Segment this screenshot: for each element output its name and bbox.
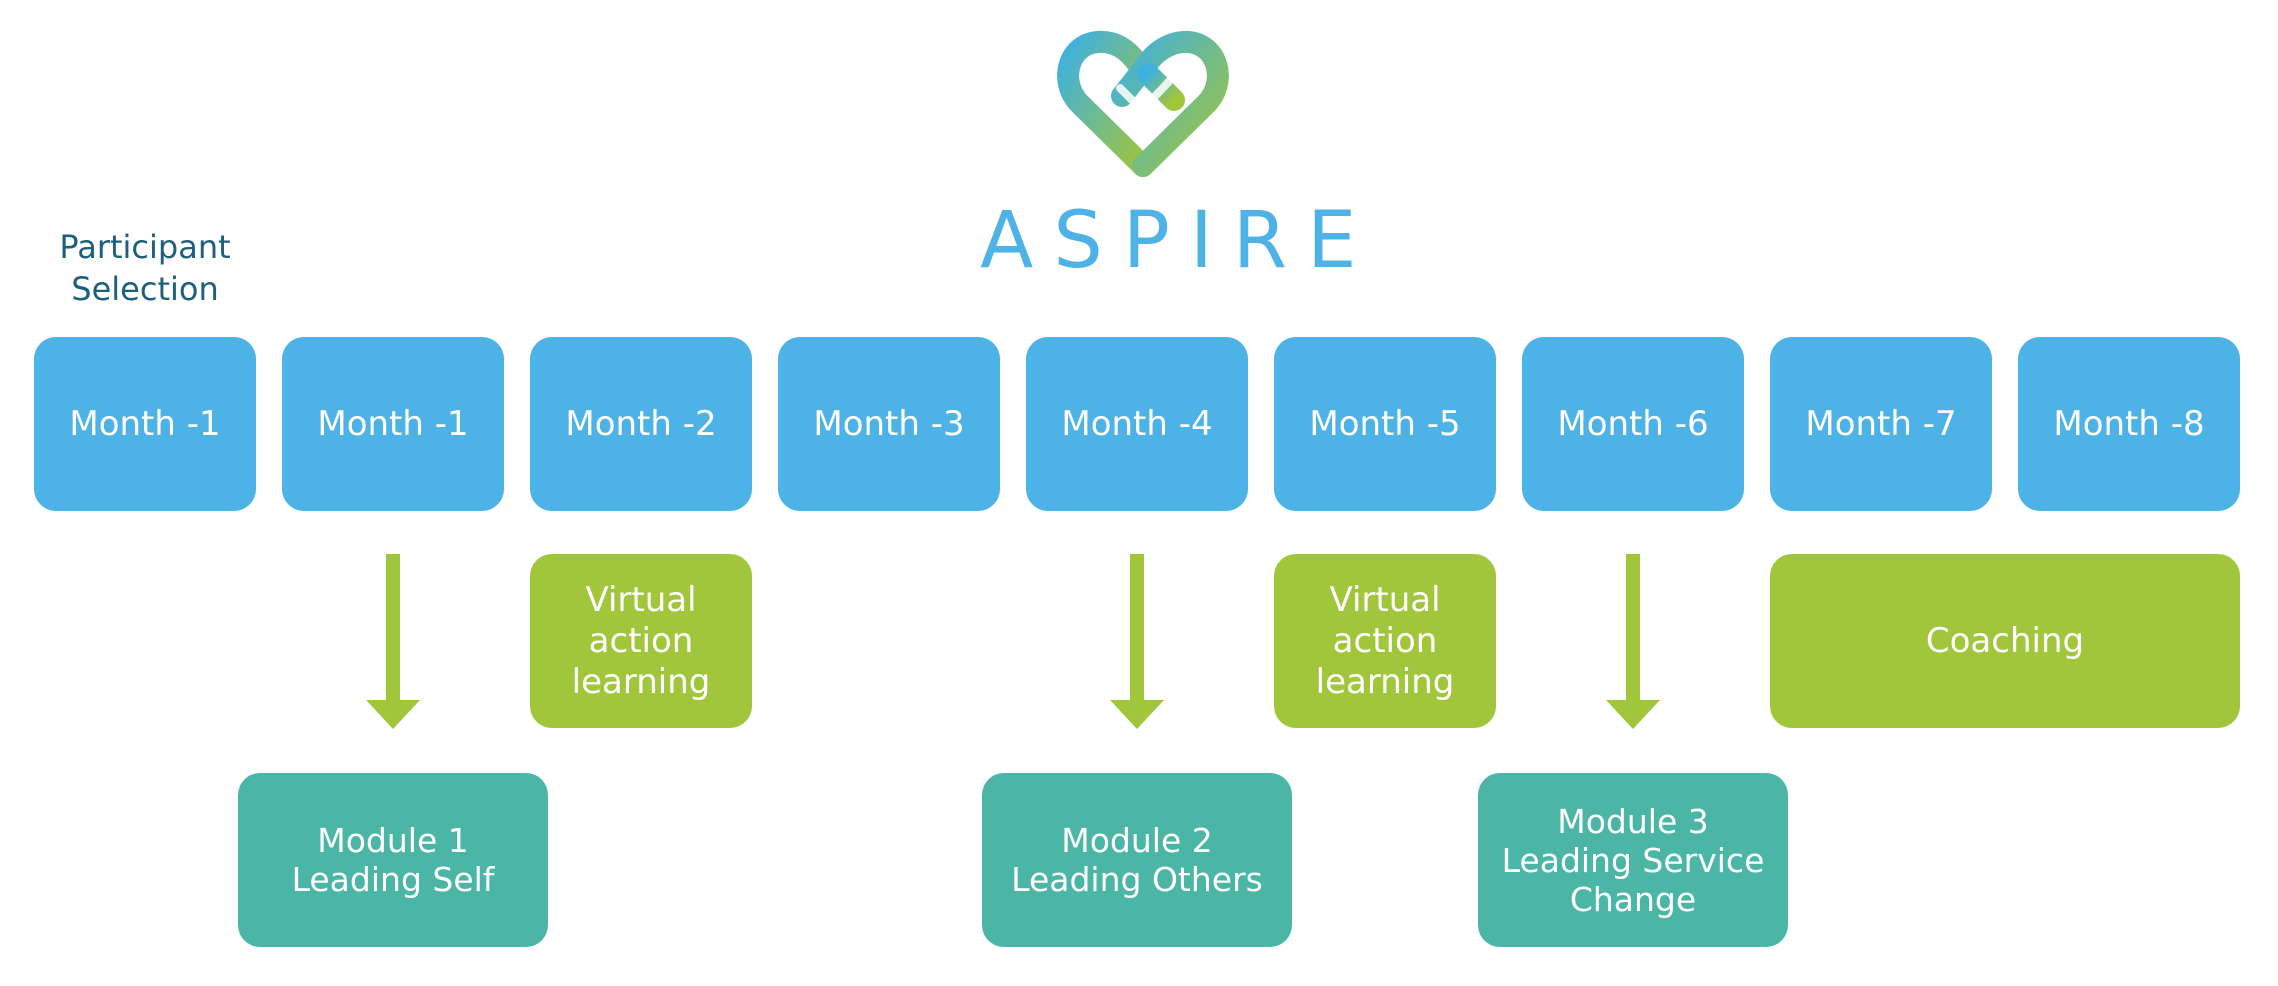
- arrow-head: [1110, 700, 1164, 729]
- participant-selection-line2: Selection: [71, 270, 219, 308]
- brand-name: ASPIRE: [980, 196, 1377, 286]
- month-label: Month -1: [69, 403, 221, 444]
- module-subtitle: Leading Others: [1011, 860, 1263, 899]
- activity-line: action: [588, 620, 694, 661]
- module-title: Module 1: [317, 821, 469, 860]
- month-label: Month -1: [317, 403, 469, 444]
- heart-infinity-icon: [1057, 30, 1229, 177]
- arrow-head: [1606, 700, 1660, 729]
- module-box: Module 3 Leading Service Change: [1478, 773, 1788, 947]
- virtual-action-learning-box: Virtual action learning: [1274, 554, 1496, 728]
- participant-selection-label: Participant Selection: [40, 226, 250, 310]
- module-title: Module 2: [1061, 821, 1213, 860]
- activity-line: action: [1332, 620, 1438, 661]
- activity-line: learning: [1315, 661, 1455, 702]
- month-label: Month -7: [1805, 403, 1957, 444]
- month-box: Month -6: [1522, 337, 1744, 511]
- module-subtitle: Leading Self: [291, 860, 495, 899]
- module-box: Module 2 Leading Others: [982, 773, 1292, 947]
- arrow-shaft: [1130, 554, 1144, 702]
- activity-line: Virtual: [585, 579, 697, 620]
- month-box: Month -5: [1274, 337, 1496, 511]
- activity-line: Virtual: [1329, 579, 1441, 620]
- month-label: Month -4: [1061, 403, 1213, 444]
- activity-line: learning: [571, 661, 711, 702]
- module-subtitle: Leading Service: [1501, 840, 1765, 880]
- month-box: Month -4: [1026, 337, 1248, 511]
- month-box: Month -1: [34, 337, 256, 511]
- coaching-box: Coaching: [1770, 554, 2240, 728]
- month-label: Month -2: [565, 403, 717, 444]
- month-label: Month -5: [1309, 403, 1461, 444]
- module-title: Module 3: [1557, 801, 1709, 841]
- coaching-label: Coaching: [1925, 620, 2085, 661]
- month-label: Month -3: [813, 403, 965, 444]
- month-box: Month -1: [282, 337, 504, 511]
- month-box: Month -7: [1770, 337, 1992, 511]
- arrow-head: [366, 700, 420, 729]
- participant-selection-line1: Participant: [59, 228, 231, 266]
- arrow-shaft: [386, 554, 400, 702]
- arrow-shaft: [1626, 554, 1640, 702]
- module-box: Module 1 Leading Self: [238, 773, 548, 947]
- virtual-action-learning-box: Virtual action learning: [530, 554, 752, 728]
- month-box: Month -8: [2018, 337, 2240, 511]
- module-subtitle: Change: [1569, 879, 1697, 919]
- month-box: Month -3: [778, 337, 1000, 511]
- month-label: Month -8: [2053, 403, 2205, 444]
- month-box: Month -2: [530, 337, 752, 511]
- logo: [1050, 28, 1236, 180]
- month-label: Month -6: [1557, 403, 1709, 444]
